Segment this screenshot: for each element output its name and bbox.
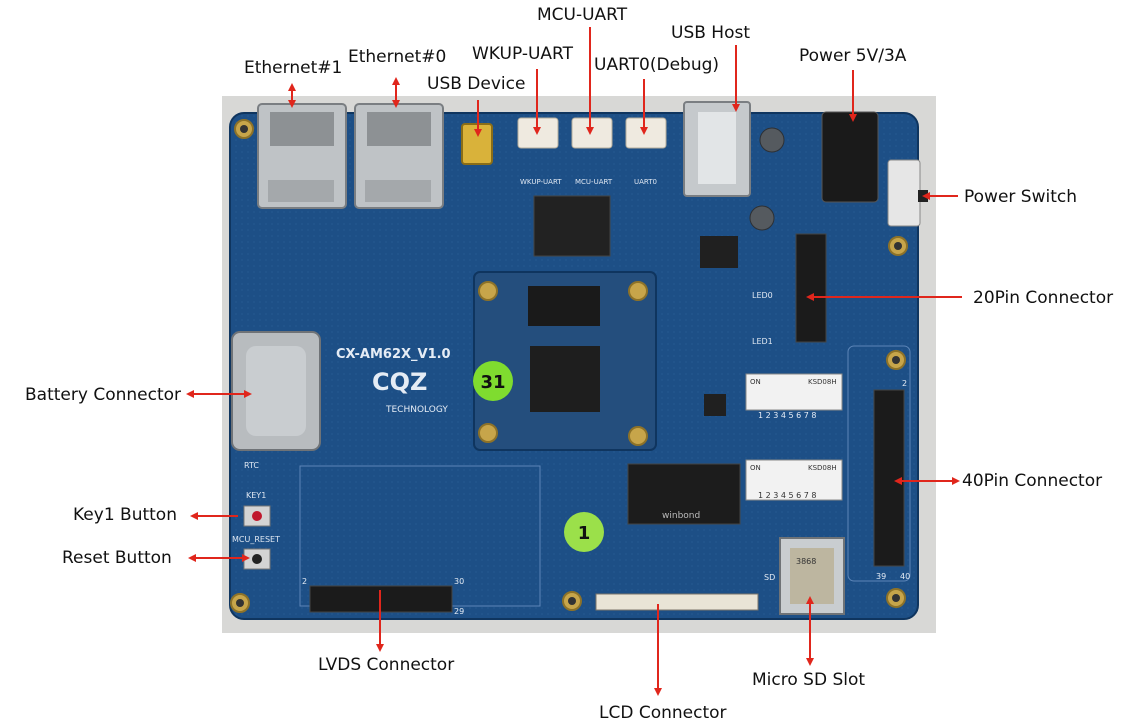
sticker-top: 31	[473, 361, 513, 401]
ethernet1-jack	[257, 103, 347, 209]
ethernet0-jack	[354, 103, 444, 209]
battery-holder-inner	[246, 346, 306, 436]
flash-chip	[627, 463, 741, 525]
pin40-header	[873, 389, 905, 567]
label-mcu-uart: MCU-UART	[537, 5, 628, 25]
sd-card-silk: 3868	[796, 557, 816, 566]
lvds-30-silk: 30	[454, 577, 464, 586]
dip-numbers-silk-2: 1 2 3 4 5 6 7 8	[758, 491, 817, 500]
flash-brand: winbond	[662, 511, 700, 521]
mcu-silk: MCU-UART	[575, 178, 613, 186]
led0-silk: LED0	[752, 291, 773, 300]
key1-button-cap	[252, 511, 262, 521]
label-ethernet0: Ethernet#0	[348, 47, 447, 67]
power-switch	[887, 159, 921, 227]
som-chip-top	[528, 286, 600, 326]
label-wkup-uart: WKUP-UART	[472, 44, 573, 64]
mounting-holes	[230, 119, 908, 613]
led1-silk: LED1	[752, 337, 773, 346]
dip-on-silk-1: ON	[750, 378, 761, 386]
dip-on-silk-2: ON	[750, 464, 761, 472]
dip-ksd-silk-1: KSD08H	[808, 378, 837, 386]
silk-outline-right	[847, 345, 911, 582]
label-power: Power 5V/3A	[799, 46, 907, 66]
svg-text:31: 31	[480, 372, 505, 393]
label-usb-host: USB Host	[671, 23, 751, 43]
ic-small	[700, 236, 738, 268]
label-power-switch: Power Switch	[964, 187, 1078, 207]
som-chip-main	[530, 346, 600, 412]
wkup-silk: WKUP-UART	[520, 178, 562, 186]
reset-button-cap	[252, 554, 262, 564]
lvds-29-silk: 29	[454, 607, 464, 616]
dip-ksd-silk-2: KSD08H	[808, 464, 837, 472]
rtc-silk: RTC	[244, 461, 259, 470]
sd-silk: SD	[764, 573, 775, 582]
memory-chip	[533, 195, 611, 257]
label-reset: Reset Button	[62, 548, 172, 568]
lcd-connector	[595, 593, 759, 611]
label-pin40: 40Pin Connector	[962, 471, 1103, 491]
usb-host-inner	[698, 112, 736, 184]
label-lcd: LCD Connector	[599, 703, 727, 723]
label-pin20: 20Pin Connector	[973, 288, 1114, 308]
label-usb-device: USB Device	[427, 74, 526, 94]
dip-switch-2	[745, 459, 843, 501]
pin20-header	[795, 233, 827, 343]
label-key1: Key1 Button	[73, 505, 177, 525]
lvds-2-silk: 2	[302, 577, 307, 586]
capacitor	[759, 127, 785, 153]
board-name-silk: CX-AM62X_V1.0	[336, 347, 451, 362]
capacitor	[749, 205, 775, 231]
hdr-39-silk: 39	[876, 572, 886, 581]
dip-switch-1	[745, 373, 843, 411]
som-holes	[478, 281, 648, 446]
label-lvds: LVDS Connector	[318, 655, 455, 675]
key1-silk: KEY1	[246, 491, 266, 500]
ic-small	[704, 394, 726, 416]
hdr-40-silk: 40	[900, 572, 910, 581]
label-ethernet1: Ethernet#1	[244, 58, 343, 78]
label-uart0-debug: UART0(Debug)	[594, 55, 720, 75]
dip-numbers-silk-1: 1 2 3 4 5 6 7 8	[758, 411, 817, 420]
sticker-bottom: 1	[564, 512, 604, 552]
logo-mark: CQZ	[372, 368, 427, 396]
svg-text:1: 1	[578, 523, 591, 544]
power-jack	[821, 111, 879, 203]
uart0-silk: UART0	[634, 178, 657, 186]
reset-silk: MCU_RESET	[232, 535, 280, 544]
label-microsd: Micro SD Slot	[752, 670, 866, 690]
company-silk: TECHNOLOGY	[385, 405, 448, 415]
label-battery: Battery Connector	[25, 385, 182, 405]
microsd-card	[790, 548, 834, 604]
hdr-2-silk: 2	[902, 379, 907, 388]
